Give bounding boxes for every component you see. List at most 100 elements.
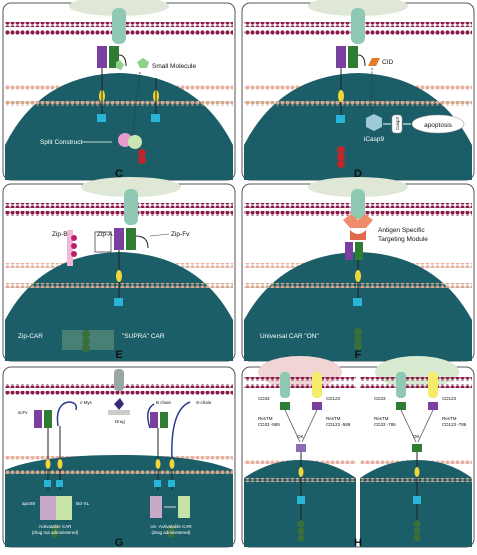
unactivatable-label-line1: Un -Activatable CAR — [150, 524, 192, 529]
targeting-module-tag — [350, 230, 366, 240]
dotted-arrow — [131, 71, 141, 141]
scfv-domain — [428, 402, 438, 410]
costim-domain — [97, 114, 106, 122]
t-cell-membrane — [244, 478, 356, 482]
cd123-antigen — [312, 372, 322, 398]
target-cell-top — [375, 356, 459, 388]
cd123-label: CD123 — [442, 396, 457, 401]
cmyc-tag — [56, 401, 78, 427]
zip-b-label: Zip-B — [52, 231, 68, 238]
costim-domain — [353, 298, 362, 306]
target-membrane — [5, 391, 233, 395]
cd3z-domain — [138, 156, 146, 164]
activatable-label-line2: (drug not administered) — [32, 530, 79, 535]
scfv-domain — [150, 412, 158, 428]
s-chain-label: S-chain — [196, 400, 212, 405]
scfv-domain — [34, 410, 42, 428]
linker — [135, 235, 149, 249]
costim-domain — [151, 114, 160, 122]
transmembrane-domain — [45, 459, 51, 469]
ok-label: OK — [413, 434, 420, 439]
arm — [301, 409, 318, 443]
costim-domain — [336, 115, 345, 123]
scfv-domain — [114, 228, 124, 250]
scfv-domain — [396, 402, 406, 410]
cd33-label: CD33 — [258, 396, 270, 401]
module-label-line2: Targeting Module — [378, 236, 428, 243]
panel-f-letter: F — [355, 349, 362, 361]
bcl-block — [56, 496, 72, 520]
cd3z-domain — [51, 524, 59, 532]
cid-label: CID — [382, 59, 394, 66]
small-molecule-icon — [116, 60, 124, 70]
cmyc-label: c-Myc — [80, 400, 93, 405]
costim-domain — [168, 480, 175, 487]
target-membrane — [360, 377, 472, 381]
apo-label: apoS9 — [22, 501, 36, 506]
module-label-line1: Antigen Specific — [378, 227, 425, 234]
antigen — [124, 189, 138, 225]
small-molecule-icon — [137, 58, 149, 68]
arm — [417, 409, 434, 443]
split-construct-part — [128, 135, 142, 149]
cd123-label: CD123 — [326, 396, 341, 401]
b-chain-label: B chain — [156, 400, 172, 405]
cd3z-domain — [413, 520, 421, 528]
cd3z-domain — [413, 527, 421, 535]
dimer-domain — [296, 444, 306, 452]
transmembrane-domain — [169, 459, 175, 469]
scfv-label: scFv — [18, 410, 28, 415]
cd3z-domain — [337, 146, 345, 154]
t-cell-membrane — [244, 101, 472, 106]
scfv-domain — [97, 46, 107, 68]
restm-a2: CD33 -786 — [374, 422, 396, 427]
target-cell-top — [69, 0, 169, 16]
apo-block — [150, 496, 162, 518]
transmembrane-domain — [355, 270, 361, 282]
universal-car-domain — [355, 242, 363, 260]
cd3z-domain — [82, 344, 90, 352]
universal-car-domain — [345, 242, 353, 260]
zip-b-domain — [71, 235, 77, 241]
transmembrane-domain — [155, 459, 161, 469]
scfv-domain — [160, 412, 168, 428]
ok-label: OK — [297, 434, 304, 439]
restm-b2: CD123 -786 — [442, 422, 467, 427]
linker — [357, 54, 366, 67]
cd3z-domain — [297, 520, 305, 528]
cd3z-domain — [354, 328, 362, 336]
casp3-label: Casp3 — [395, 116, 400, 130]
t-cell-membrane — [5, 470, 233, 474]
panel-e: Zip-A Zip-Fv Zip-B Zip-CAR "SUPRA" CAR E — [2, 177, 236, 362]
zip-car-label: Zip-CAR — [18, 333, 43, 340]
zip-a-label: Zip-A — [97, 231, 113, 238]
panel-h-letter: H — [354, 537, 362, 549]
panel-c: Small Molecule Split Construct C — [2, 0, 236, 181]
label-line — [149, 233, 170, 237]
zip-fv-label: Zip-Fv — [171, 231, 190, 238]
transmembrane-domain — [116, 270, 122, 282]
zip-b-bar — [67, 230, 73, 266]
zip-b-domain — [71, 251, 77, 257]
cd3z-domain — [51, 530, 59, 538]
drug-label: Drug — [115, 419, 125, 424]
transmembrane-domain — [57, 459, 63, 469]
cd3z-domain — [297, 527, 305, 535]
target-membrane — [360, 384, 472, 388]
small-molecule-label: Small Molecule — [152, 63, 196, 70]
restm-a2: CD33 -589 — [258, 422, 280, 427]
t-cell-body — [5, 73, 233, 180]
cd3z-domain — [413, 534, 421, 542]
antigen — [112, 8, 126, 44]
unactivatable-label-line2: (drug administered) — [151, 530, 191, 535]
icasp9-label: iCasp9 — [364, 136, 385, 143]
activatable-label-line1: Activatable CAR — [39, 524, 73, 529]
scfv-domain — [126, 228, 136, 250]
restm-b1: ResTM — [442, 416, 457, 421]
cd33-antigen — [396, 372, 406, 398]
antigen — [114, 369, 124, 391]
t-cell-body — [244, 73, 472, 180]
cid-icon — [368, 58, 380, 66]
